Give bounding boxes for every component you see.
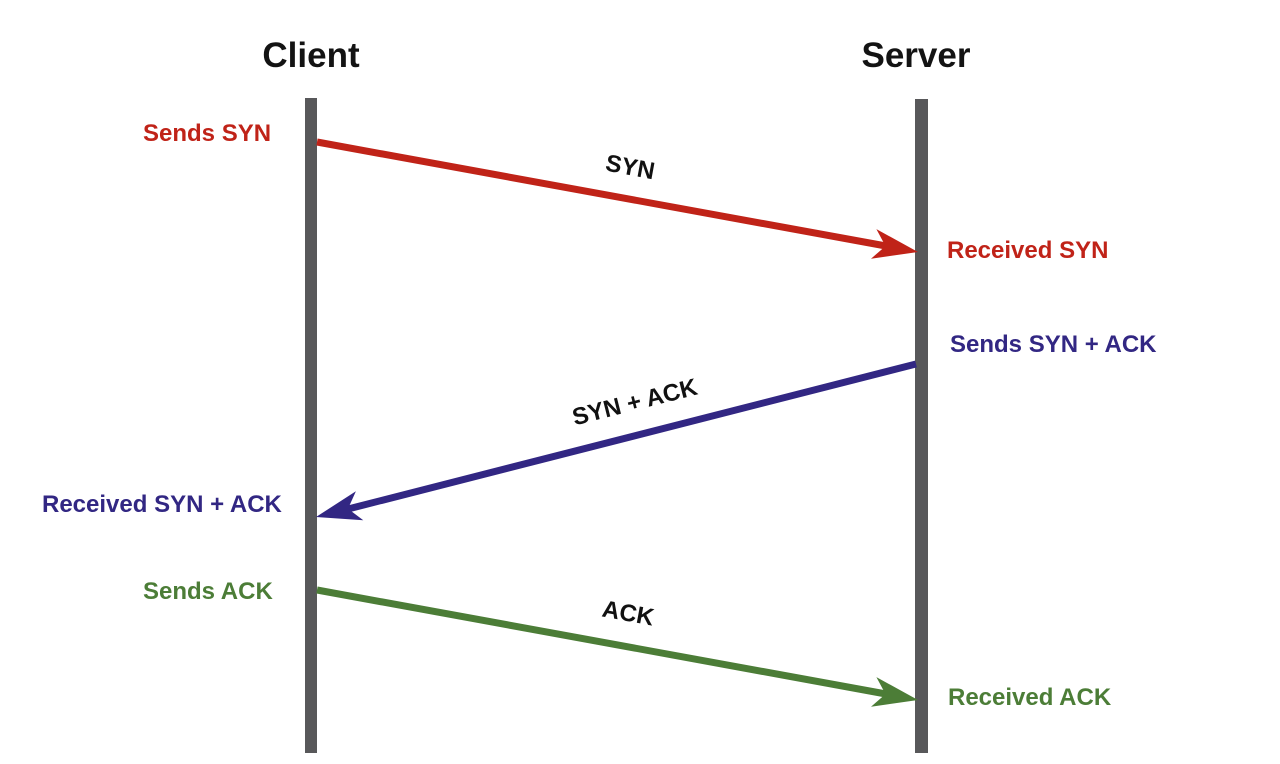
ack-arrowhead-icon bbox=[871, 677, 918, 707]
server-lifeline bbox=[915, 99, 928, 753]
syn-arrow-line bbox=[316, 138, 887, 250]
server-title: Server bbox=[861, 36, 971, 75]
syn-ack-arrowhead-icon bbox=[316, 491, 364, 521]
ack-arrow-line bbox=[316, 586, 887, 698]
server-received-ack-label: Received ACK bbox=[948, 684, 1112, 711]
server-received-syn-label: Received SYN bbox=[947, 237, 1109, 264]
client-received-syn-ack-label: Received SYN + ACK bbox=[42, 491, 282, 518]
server-sends-syn-ack-label: Sends SYN + ACK bbox=[950, 331, 1157, 358]
client-lifeline bbox=[305, 98, 317, 753]
syn-ack-arrow-line bbox=[347, 360, 917, 513]
syn-arrowhead-icon bbox=[871, 229, 918, 259]
client-title: Client bbox=[262, 36, 360, 75]
client-sends-syn-label: Sends SYN bbox=[143, 120, 272, 147]
client-sends-ack-label: Sends ACK bbox=[143, 578, 273, 605]
